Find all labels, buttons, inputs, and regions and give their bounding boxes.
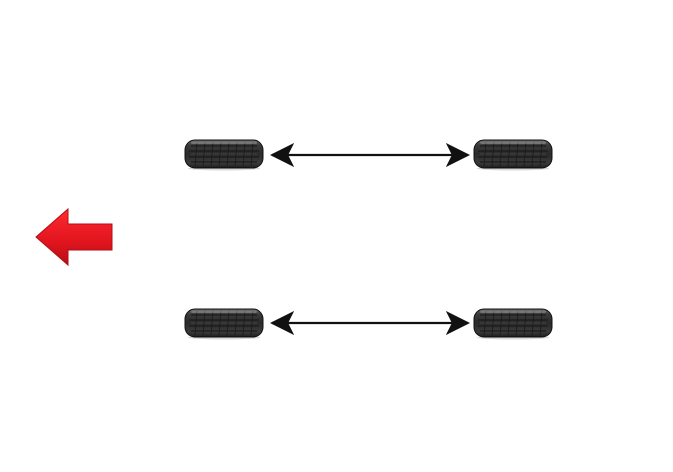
- tire-icon: [184, 139, 264, 172]
- tire-icon: [473, 308, 553, 341]
- left-arrow-icon: [35, 207, 113, 267]
- tire-icon: [473, 139, 553, 172]
- tire-icon: [184, 308, 264, 341]
